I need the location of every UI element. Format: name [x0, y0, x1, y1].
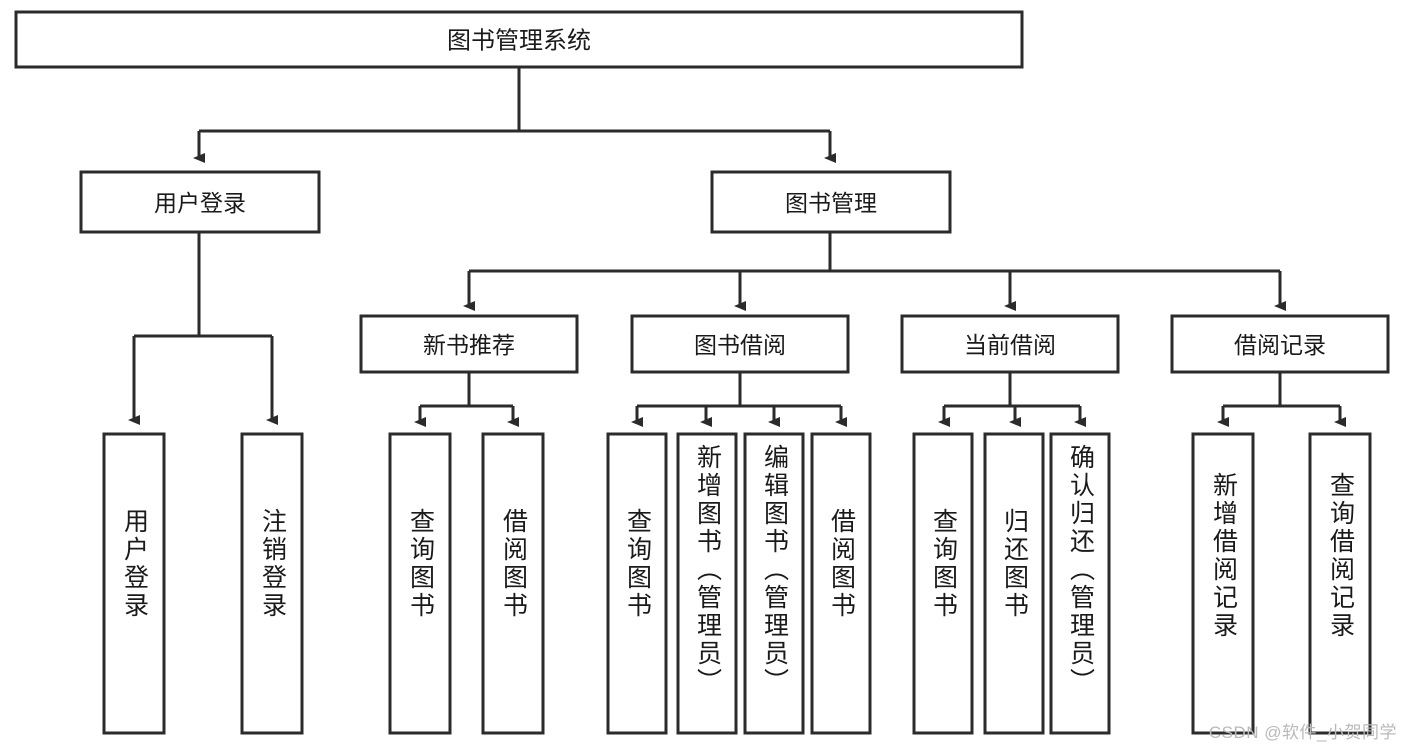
leaf-box-bookborrow-0[interactable]	[606, 432, 668, 735]
node-user-login[interactable]: 用户登录	[79, 170, 321, 234]
node-book-management-label: 图书管理	[785, 190, 877, 216]
leaf-box-user-login-0[interactable]	[102, 432, 166, 735]
leaf-group-borrow-record	[1191, 432, 1372, 735]
leaf-group-new-book-recommend	[388, 432, 545, 735]
leaf-box-newbook-1[interactable]	[481, 432, 545, 735]
leaf-box-currentborrow-1[interactable]	[983, 432, 1045, 735]
node-user-login-label: 用户登录	[154, 190, 246, 216]
node-borrow-record-label: 借阅记录	[1234, 332, 1326, 358]
node-new-book-recommend-label: 新书推荐	[423, 332, 515, 358]
node-borrow-record[interactable]: 借阅记录	[1170, 314, 1390, 374]
csdn-watermark: CSDN @软件_小贺同学	[1208, 723, 1397, 742]
connector-newbook-to-leaves	[414, 372, 519, 427]
leaf-box-bookborrow-2[interactable]	[743, 432, 805, 735]
node-book-borrow[interactable]: 图书借阅	[630, 314, 850, 374]
connector-bookborrow-to-leaves	[631, 372, 847, 427]
leaf-box-bookborrow-3[interactable]	[810, 432, 872, 735]
connector-userlogin-to-leaves	[128, 232, 278, 425]
leaf-box-user-login-1[interactable]	[240, 432, 304, 735]
leaf-box-newbook-0[interactable]	[388, 432, 452, 735]
leaf-box-currentborrow-2[interactable]	[1049, 432, 1111, 735]
connector-currentborrow-to-leaves	[938, 372, 1086, 427]
node-book-borrow-label: 图书借阅	[694, 332, 786, 358]
node-book-management[interactable]: 图书管理	[710, 170, 952, 234]
connector-bookmgmt-to-level3	[463, 232, 1286, 311]
node-root-label: 图书管理系统	[447, 28, 591, 55]
connector-borrowrecord-to-leaves	[1217, 372, 1346, 427]
leaf-group-book-borrow	[606, 432, 872, 735]
node-current-borrow-label: 当前借阅	[964, 332, 1056, 358]
leaf-box-borrowrecord-0[interactable]	[1191, 432, 1255, 735]
node-root[interactable]: 图书管理系统	[14, 10, 1024, 69]
leaf-box-bookborrow-1[interactable]	[676, 432, 738, 735]
leaf-box-currentborrow-0[interactable]	[912, 432, 974, 735]
leaf-group-user-login	[102, 432, 304, 735]
node-new-book-recommend[interactable]: 新书推荐	[359, 314, 579, 374]
leaf-group-current-borrow	[912, 432, 1111, 735]
node-current-borrow[interactable]: 当前借阅	[900, 314, 1120, 374]
leaf-box-borrowrecord-1[interactable]	[1308, 432, 1372, 735]
connector-root-to-level2	[193, 67, 836, 163]
